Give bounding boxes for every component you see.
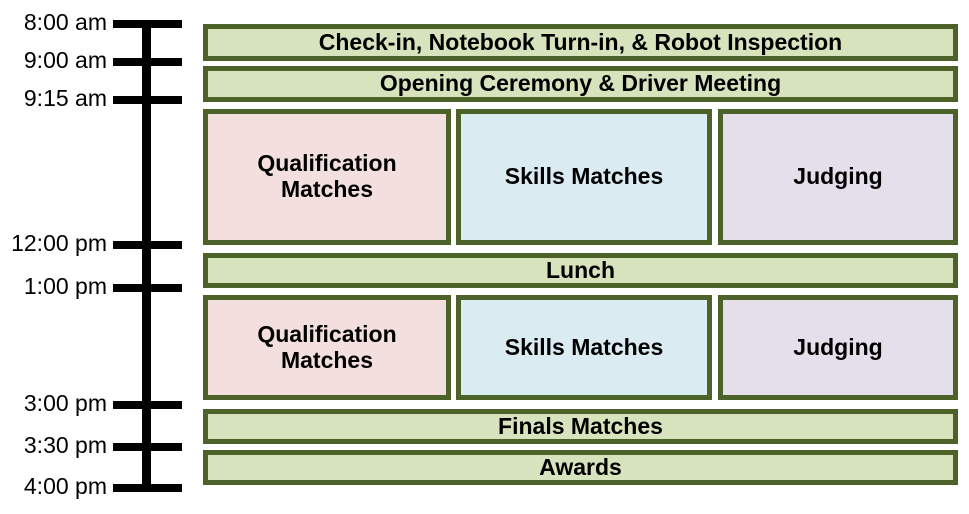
schedule-block-label: Skills Matches (504, 333, 664, 360)
schedule-block[interactable]: Check-in, Notebook Turn-in, & Robot Insp… (203, 24, 958, 61)
schedule-block[interactable]: Opening Ceremony & Driver Meeting (203, 66, 958, 102)
schedule-block[interactable]: Qualification Matches (203, 109, 451, 245)
axis-tick (113, 96, 182, 104)
schedule-block-label: Awards (539, 453, 622, 480)
axis-tick-label: 3:30 pm (23, 432, 107, 458)
schedule-block-label: Judging (793, 333, 883, 360)
axis-tick (113, 484, 182, 492)
schedule-block[interactable]: Judging (718, 295, 958, 400)
axis-tick-label: 3:00 pm (23, 390, 107, 416)
axis-tick-label: 9:00 am (23, 47, 107, 73)
schedule-block-label: Skills Matches (504, 163, 664, 190)
schedule-block[interactable]: Finals Matches (203, 409, 958, 444)
schedule-block-label: Opening Ceremony & Driver Meeting (379, 70, 782, 97)
axis-tick (113, 284, 182, 292)
schedule-block[interactable]: Skills Matches (456, 109, 712, 245)
schedule-block[interactable]: Skills Matches (456, 295, 712, 400)
axis-tick-label: 4:00 pm (23, 473, 107, 499)
schedule-block-label: Judging (793, 163, 883, 190)
axis-tick (113, 20, 182, 28)
schedule-block[interactable]: Judging (718, 109, 958, 245)
schedule-block-label: Qualification Matches (257, 320, 397, 373)
schedule-block[interactable]: Lunch (203, 253, 958, 288)
axis-tick (113, 443, 182, 451)
axis-tick (113, 241, 182, 249)
axis-tick (113, 401, 182, 409)
axis-spine (142, 24, 151, 491)
schedule-block-label: Qualification Matches (257, 150, 397, 202)
schedule-block-label: Lunch (546, 256, 615, 283)
axis-tick (113, 58, 182, 66)
schedule-block-label: Check-in, Notebook Turn-in, & Robot Insp… (318, 28, 843, 55)
axis-tick-label: 9:15 am (23, 85, 107, 111)
schedule-block[interactable]: Qualification Matches (203, 295, 451, 400)
time-axis: 8:00 am 9:00 am 9:15 am 12:00 pm 1:00 pm 3:00… (0, 0, 195, 514)
schedule-block[interactable]: Awards (203, 450, 958, 485)
axis-tick-label: 1:00 pm (23, 273, 107, 299)
schedule-block-label: Finals Matches (498, 412, 663, 439)
axis-tick-label: 12:00 pm (11, 230, 107, 256)
axis-tick-label: 8:00 am (23, 9, 107, 35)
